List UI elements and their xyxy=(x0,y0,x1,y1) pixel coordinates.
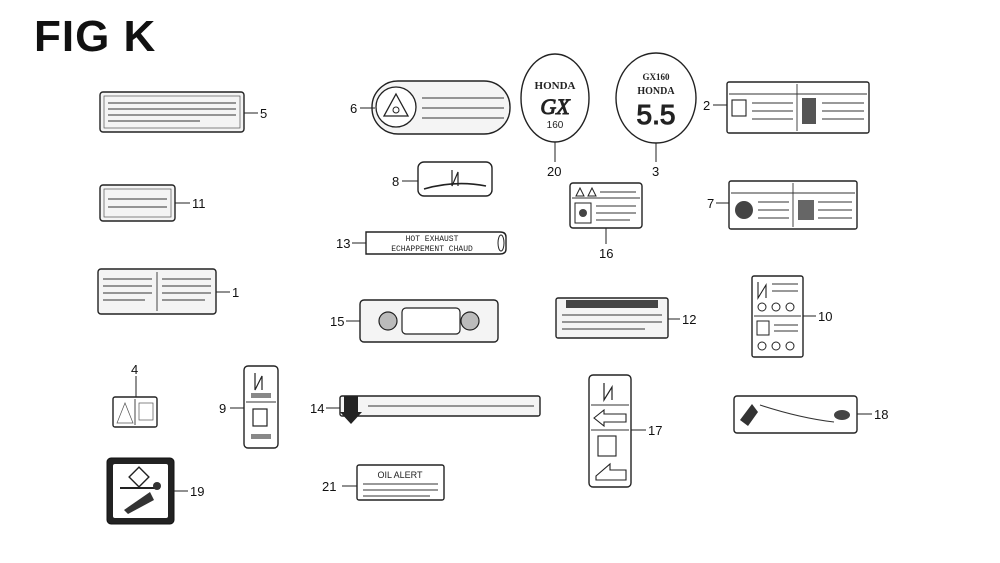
callout-4: 4 xyxy=(131,362,138,377)
part-5-label xyxy=(99,91,258,133)
callout-14: 14 xyxy=(310,401,324,416)
callout-2: 2 xyxy=(703,98,710,113)
callout-13: 13 xyxy=(336,236,350,251)
part-18-label xyxy=(733,395,872,434)
callout-5: 5 xyxy=(260,106,267,121)
callout-18: 18 xyxy=(874,407,888,422)
part-4-label xyxy=(112,376,158,428)
part-17-label xyxy=(588,374,646,488)
callout-3: 3 xyxy=(652,164,659,179)
callout-12: 12 xyxy=(682,312,696,327)
part-6-label xyxy=(360,80,511,135)
part-2-label xyxy=(713,81,870,134)
honda55-brand: HONDA xyxy=(637,86,675,97)
gx160-number: 160 xyxy=(547,120,564,131)
part-19-label xyxy=(106,457,188,525)
callout-7: 7 xyxy=(707,196,714,211)
oil-alert-title: OIL ALERT xyxy=(377,470,423,480)
callout-8: 8 xyxy=(392,174,399,189)
part-15-label xyxy=(346,299,499,343)
hot-exhaust-line1: HOT EXHAUST xyxy=(406,235,459,244)
gx160-model: GX xyxy=(540,94,571,119)
callout-1: 1 xyxy=(232,285,239,300)
callout-20: 20 xyxy=(547,164,561,179)
part-16-label xyxy=(569,182,643,244)
callout-19: 19 xyxy=(190,484,204,499)
part-10-label xyxy=(751,275,816,358)
callout-11: 11 xyxy=(192,196,206,211)
callout-17: 17 xyxy=(648,423,662,438)
part-3-honda-55-emblem: GX160 HONDA 5.5 xyxy=(615,52,697,162)
callout-16: 16 xyxy=(599,246,613,261)
part-7-label xyxy=(716,180,858,230)
callout-6: 6 xyxy=(350,101,357,116)
figure-title: FIG K xyxy=(34,12,157,61)
part-9-label xyxy=(230,365,279,449)
callout-15: 15 xyxy=(330,314,344,329)
callout-21: 21 xyxy=(322,479,336,494)
hot-exhaust-line2: ECHAPPEMENT CHAUD xyxy=(391,245,473,254)
part-20-honda-gx160-emblem: HONDA GX 160 xyxy=(520,53,590,162)
part-13-hot-exhaust-label: HOT EXHAUST ECHAPPEMENT CHAUD xyxy=(352,231,507,255)
part-1-label xyxy=(97,268,230,315)
callout-10: 10 xyxy=(818,309,832,324)
honda55-top: GX160 xyxy=(643,72,671,82)
part-11-label xyxy=(99,184,190,222)
part-8-label xyxy=(402,161,493,197)
gx160-brand: HONDA xyxy=(535,80,576,92)
part-14-label xyxy=(326,395,541,424)
part-12-label xyxy=(555,297,680,339)
honda55-value: 5.5 xyxy=(637,99,676,130)
part-21-oil-alert-label: OIL ALERT xyxy=(342,464,445,501)
callout-9: 9 xyxy=(219,401,226,416)
